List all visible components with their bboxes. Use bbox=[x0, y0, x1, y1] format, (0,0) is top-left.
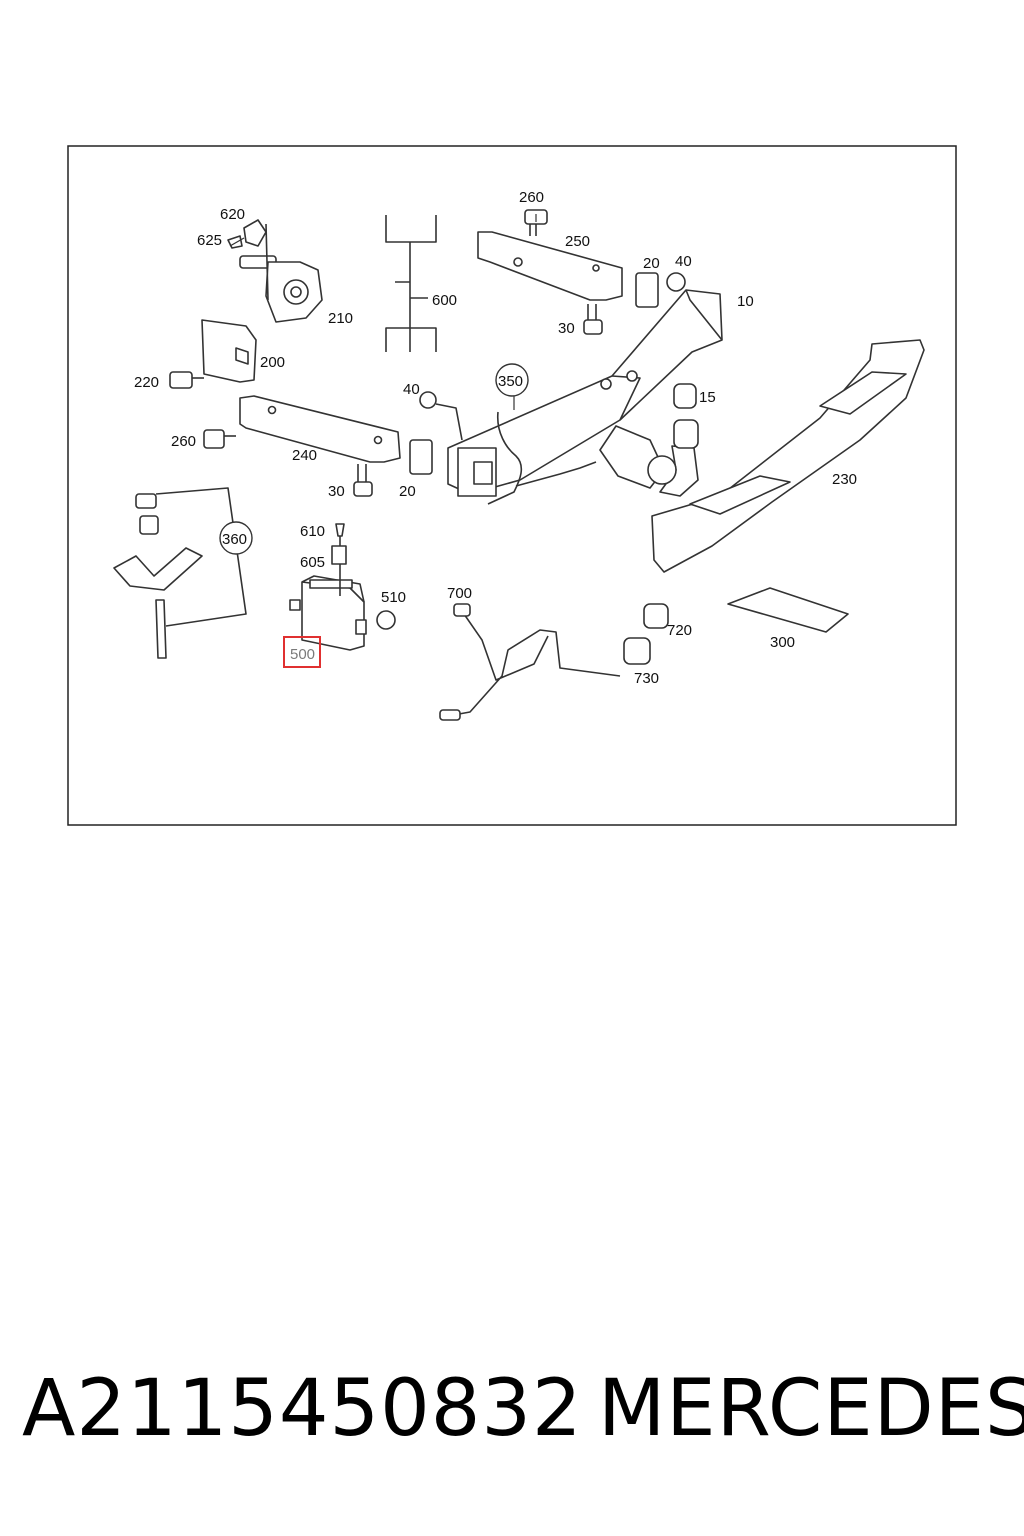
part-240-rail bbox=[239, 395, 401, 463]
part-40-nut-left bbox=[419, 391, 437, 409]
label-600: 600 bbox=[432, 292, 457, 309]
part-30-bolt-top bbox=[583, 304, 603, 335]
part-15-caps bbox=[673, 383, 699, 449]
label-30-right: 30 bbox=[558, 320, 575, 337]
label-500: 500 bbox=[290, 646, 315, 663]
part-700-harness bbox=[447, 613, 621, 717]
label-700: 700 bbox=[447, 585, 472, 602]
label-230: 230 bbox=[832, 471, 857, 488]
part-200-plate bbox=[201, 319, 257, 383]
label-510: 510 bbox=[381, 589, 406, 606]
label-620: 620 bbox=[220, 206, 245, 223]
label-625: 625 bbox=[197, 232, 222, 249]
highlight-box-500 bbox=[283, 636, 321, 668]
part-20-plate-left bbox=[409, 439, 433, 475]
part-10-crossbeam bbox=[447, 289, 723, 497]
label-240: 240 bbox=[292, 447, 317, 464]
label-360-circle bbox=[219, 521, 253, 555]
part-610-pin bbox=[335, 523, 345, 537]
part-30-bolt-left bbox=[353, 464, 373, 497]
label-15: 15 bbox=[699, 389, 716, 406]
part-625-pin bbox=[227, 235, 243, 249]
label-20-right: 20 bbox=[643, 255, 660, 272]
label-250: 250 bbox=[565, 233, 590, 250]
label-40-right: 40 bbox=[675, 253, 692, 270]
label-10: 10 bbox=[737, 293, 754, 310]
part-220-bolt bbox=[169, 371, 204, 389]
label-350-circle bbox=[495, 363, 529, 397]
part-300-label-sheet bbox=[727, 587, 849, 633]
diagram-border bbox=[67, 145, 957, 826]
label-300: 300 bbox=[770, 634, 795, 651]
label-40-left: 40 bbox=[403, 381, 420, 398]
part-500-control-module bbox=[289, 575, 367, 651]
brand-caption: MERCEDES bbox=[598, 1364, 1024, 1454]
label-200: 200 bbox=[260, 354, 285, 371]
label-260-left: 260 bbox=[171, 433, 196, 450]
part-260-bolt-top bbox=[524, 209, 548, 236]
part-605-connector bbox=[331, 545, 347, 565]
part-730-connector bbox=[623, 637, 651, 665]
part-600-symbol bbox=[385, 215, 437, 352]
label-30-left: 30 bbox=[328, 483, 345, 500]
part-number-caption: A2115450832 bbox=[22, 1364, 583, 1454]
part-720-connector bbox=[643, 603, 669, 629]
part-210-sensor-module bbox=[239, 255, 323, 323]
label-350: 350 bbox=[498, 373, 523, 390]
label-260-top: 260 bbox=[519, 189, 544, 206]
part-360-bracket bbox=[113, 487, 247, 659]
part-230-bumper bbox=[651, 339, 925, 573]
part-620-clip bbox=[243, 219, 267, 247]
part-510-washer bbox=[376, 610, 396, 630]
label-20-left: 20 bbox=[399, 483, 416, 500]
label-220: 220 bbox=[134, 374, 159, 391]
part-20-plate-right bbox=[635, 272, 659, 308]
label-210: 210 bbox=[328, 310, 353, 327]
label-610: 610 bbox=[300, 523, 325, 540]
part-250-rail bbox=[477, 231, 623, 301]
part-40-nut-right bbox=[666, 272, 686, 292]
label-360: 360 bbox=[222, 531, 247, 548]
label-730: 730 bbox=[634, 670, 659, 687]
label-720: 720 bbox=[667, 622, 692, 639]
part-10-towball bbox=[599, 425, 699, 497]
label-605: 605 bbox=[300, 554, 325, 571]
part-260-bolt-left bbox=[203, 429, 236, 449]
